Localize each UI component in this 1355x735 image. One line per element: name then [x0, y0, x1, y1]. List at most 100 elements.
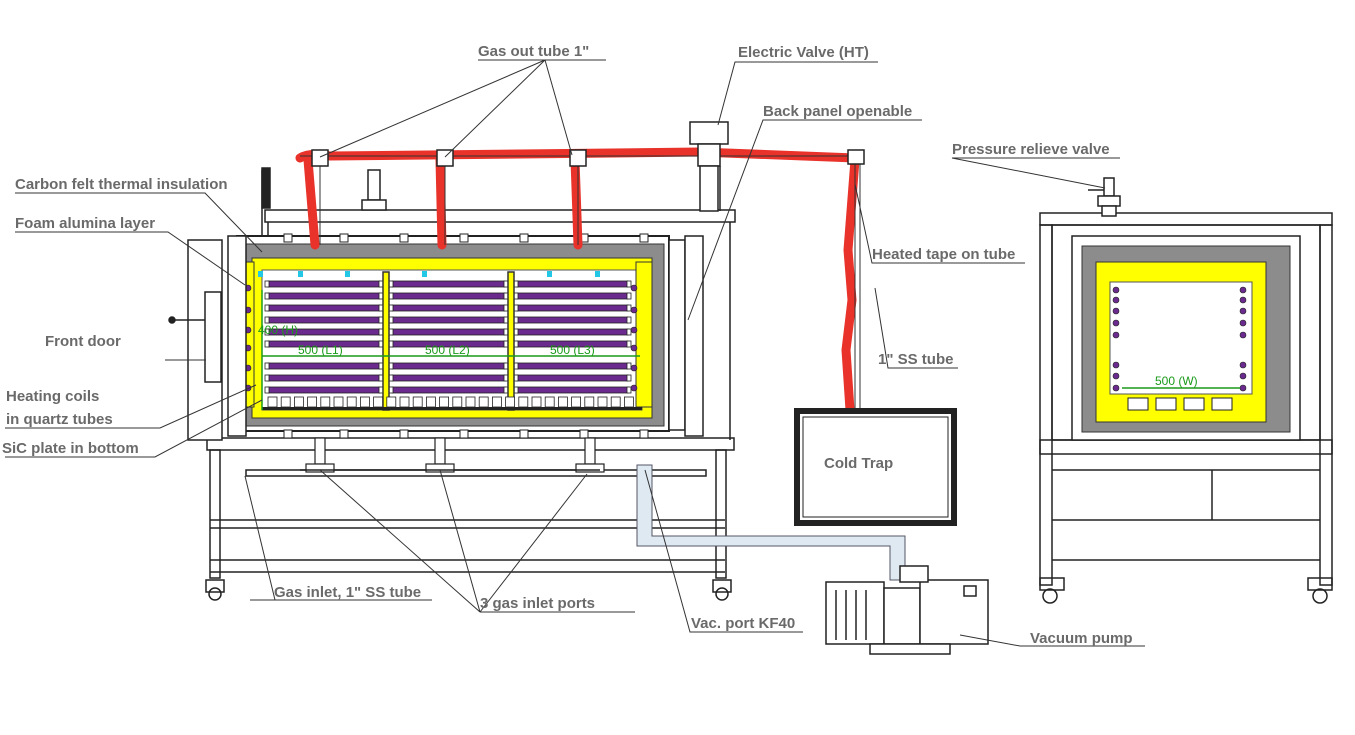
- quartz-tube-coil: [267, 374, 381, 382]
- front-coil: [1112, 319, 1120, 327]
- sic-block: [280, 396, 291, 408]
- coil-end-cap: [264, 340, 270, 348]
- label-foam-alumina: Foam alumina layer: [15, 215, 155, 232]
- label-heating-coils-line1: Heating coils: [6, 388, 99, 405]
- coil-terminal: [630, 306, 638, 314]
- coil-end-cap: [626, 292, 632, 300]
- coil-end-cap: [626, 280, 632, 288]
- cyan-port: [422, 271, 427, 277]
- label-gas-inlet-ports: 3 gas inlet ports: [480, 595, 595, 612]
- quartz-tube-coil: [267, 292, 381, 300]
- quartz-tube-coil: [391, 292, 506, 300]
- front-coil: [1239, 372, 1247, 380]
- shell-bump: [639, 233, 649, 243]
- shell-bump: [283, 233, 293, 243]
- sic-block: [333, 396, 344, 408]
- sic-block: [320, 396, 331, 408]
- coil-end-cap: [626, 316, 632, 324]
- shell-bump: [639, 429, 649, 439]
- inlet-port-stem: [434, 437, 446, 465]
- coil-terminal: [630, 326, 638, 334]
- sic-block: [359, 396, 370, 408]
- front-coil: [1112, 372, 1120, 380]
- quartz-tube-coil: [391, 362, 506, 370]
- pressure-relief-valve: [1088, 177, 1121, 217]
- sic-block: [465, 396, 476, 408]
- sic-block: [307, 396, 318, 408]
- coil-terminal: [630, 384, 638, 392]
- sic-block: [558, 396, 568, 408]
- shell-bump: [519, 233, 529, 243]
- label-pressure-valve: Pressure relieve valve: [952, 141, 1110, 158]
- front-coil: [1112, 296, 1120, 304]
- front-coil: [1112, 331, 1120, 339]
- label-heating-coils-line2: in quartz tubes: [6, 411, 113, 428]
- front-coil: [1239, 361, 1247, 369]
- sic-block: [293, 396, 304, 408]
- dimension-l2: 500 (L2): [425, 343, 470, 357]
- sic-block: [346, 396, 357, 408]
- label-carbon-felt: Carbon felt thermal insulation: [15, 176, 228, 193]
- quartz-tube-coil: [267, 362, 381, 370]
- label-gas-out-tube: Gas out tube 1": [478, 43, 589, 60]
- front-view-shell: [1071, 235, 1301, 441]
- quartz-tube-coil: [516, 280, 629, 288]
- sic-block: [531, 396, 542, 408]
- quartz-tube-coil: [516, 386, 629, 394]
- gas-inlet-ports: [305, 437, 605, 473]
- front-sic-block: [1155, 397, 1177, 411]
- sic-block: [571, 396, 581, 408]
- shell-bump: [283, 429, 293, 439]
- quartz-tube-coil: [516, 362, 629, 370]
- coil-end-cap: [626, 328, 632, 336]
- inlet-port-flange: [305, 463, 335, 473]
- front-coil: [1239, 319, 1247, 327]
- sic-block: [439, 396, 450, 408]
- coil-end-cap: [264, 374, 270, 382]
- quartz-tube-coil: [516, 292, 629, 300]
- sic-block: [478, 396, 489, 408]
- quartz-tube-coil: [516, 316, 629, 324]
- front-coil: [1112, 307, 1120, 315]
- sic-block: [386, 396, 397, 408]
- back-panel: [668, 235, 704, 437]
- sic-block: [452, 396, 463, 408]
- dimension-width: 500 (W): [1155, 374, 1198, 388]
- dimension-lines: [261, 290, 640, 410]
- label-gas-inlet: Gas inlet, 1" SS tube: [274, 584, 421, 601]
- front-view-sic: [1127, 397, 1233, 411]
- electric-valve: [689, 121, 729, 212]
- sic-block: [491, 396, 502, 408]
- quartz-tube-coil: [516, 328, 629, 336]
- quartz-tube-coil: [391, 280, 506, 288]
- front-coil: [1239, 384, 1247, 392]
- front-coil: [1112, 286, 1120, 294]
- label-ss-tube: 1" SS tube: [878, 351, 953, 368]
- inlet-port-stem: [584, 437, 596, 465]
- sic-block: [412, 396, 423, 408]
- cyan-port: [298, 271, 303, 277]
- front-view-coils: [1112, 286, 1247, 392]
- front-door: [168, 167, 271, 441]
- front-coil: [1112, 384, 1120, 392]
- coil-end-cap: [626, 386, 632, 394]
- cyan-port: [595, 271, 600, 277]
- coil-end-cap: [626, 374, 632, 382]
- sic-block: [518, 396, 529, 408]
- shell-bump: [339, 233, 349, 243]
- coil-terminal: [630, 284, 638, 292]
- cold-trap-label: Cold Trap: [824, 455, 893, 472]
- shell-top-bumps: [283, 233, 649, 439]
- coil-end-cap: [264, 362, 270, 370]
- sic-block: [610, 396, 621, 408]
- sic-block: [373, 396, 384, 408]
- label-heated-tape: Heated tape on tube: [872, 246, 1015, 263]
- coil-end-cap: [626, 304, 632, 312]
- coil-end-cap: [626, 362, 632, 370]
- quartz-tube-coil: [516, 304, 629, 312]
- dimension-l3: 500 (L3): [550, 343, 595, 357]
- quartz-tube-coil: [391, 374, 506, 382]
- quartz-tube-coil: [391, 316, 506, 324]
- coil-terminal: [630, 364, 638, 372]
